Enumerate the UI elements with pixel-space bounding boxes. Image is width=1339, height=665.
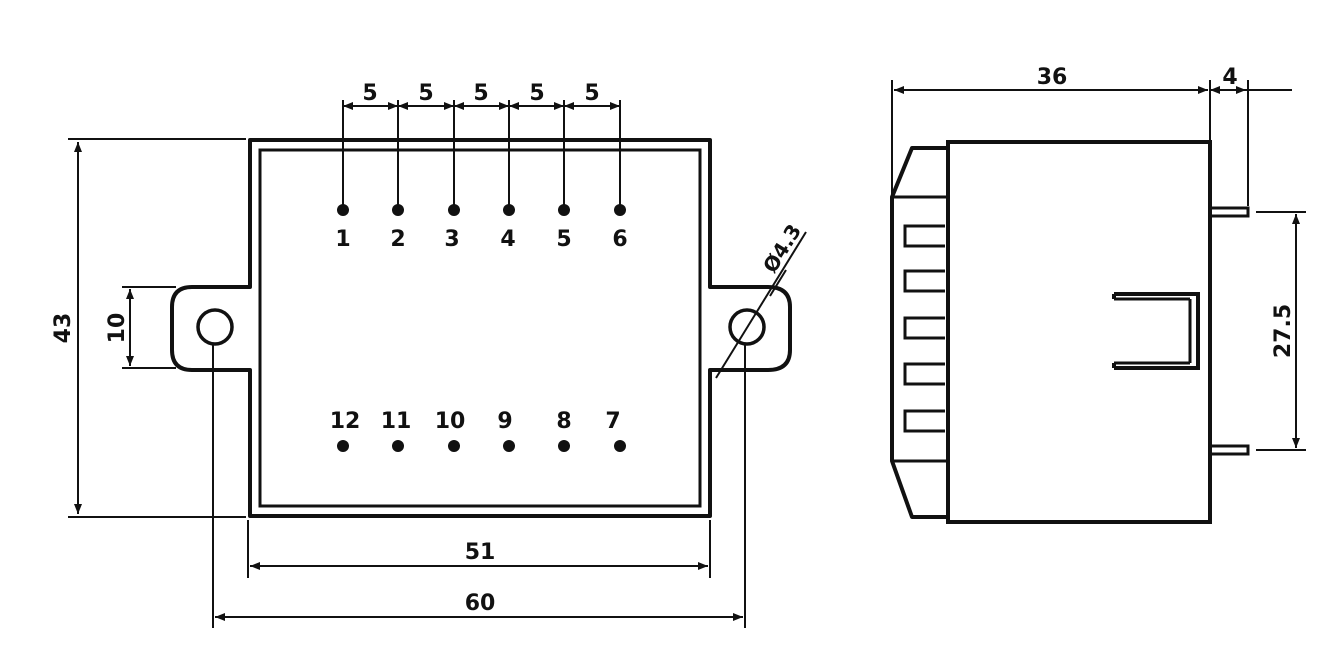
front-body-inner	[258, 148, 702, 508]
pitch-label-5: 5	[584, 81, 599, 106]
overall-width-label: 60	[465, 591, 496, 616]
hole-diameter-leader	[715, 231, 807, 379]
tab-width-dimension	[122, 286, 176, 369]
pin-label-12: 12	[330, 409, 361, 434]
side-pin-bottom	[1208, 444, 1250, 456]
side-terminal-slots	[903, 224, 945, 433]
top-pins	[337, 204, 626, 216]
pin-label-3: 3	[444, 227, 459, 252]
body-width-label: 51	[465, 540, 496, 565]
side-depth-label: 36	[1037, 65, 1068, 90]
pin-label-6: 6	[612, 227, 627, 252]
side-view	[890, 140, 1250, 524]
tab-width-label: 10	[105, 313, 130, 344]
pin-label-1: 1	[335, 227, 350, 252]
pin-label-9: 9	[497, 409, 512, 434]
side-pin-top	[1208, 206, 1250, 218]
bottom-pins	[337, 440, 626, 452]
pin-label-4: 4	[500, 227, 515, 252]
pin-spacing-label: 27.5	[1271, 304, 1296, 358]
front-body-outline	[170, 138, 792, 518]
pin-spacing-dimension	[1256, 211, 1306, 451]
side-body	[946, 140, 1212, 524]
pin-label-11: 11	[381, 409, 412, 434]
side-u-bracket	[1114, 292, 1200, 370]
height-dimension	[68, 138, 246, 518]
body-width-dimension	[247, 520, 711, 578]
hole-diameter-label: Ø4.3	[758, 220, 806, 277]
pin-length-dimension	[1210, 80, 1292, 206]
pitch-label-3: 5	[473, 81, 488, 106]
right-mounting-hole	[728, 308, 766, 346]
top-pin-leaders	[342, 100, 621, 208]
height-label: 43	[51, 313, 76, 344]
pin-label-7: 7	[605, 409, 620, 434]
pin-label-10: 10	[435, 409, 466, 434]
side-bobbin-flange	[890, 146, 948, 519]
overall-width-dimension	[212, 345, 746, 628]
pin-label-8: 8	[556, 409, 571, 434]
pin-label-5: 5	[556, 227, 571, 252]
pitch-label-4: 5	[529, 81, 544, 106]
pitch-label-2: 5	[418, 81, 433, 106]
front-view	[170, 138, 792, 518]
pin-label-2: 2	[390, 227, 405, 252]
left-mounting-hole	[196, 308, 234, 346]
pin-length-label: 4	[1222, 65, 1237, 90]
pitch-label-1: 5	[362, 81, 377, 106]
